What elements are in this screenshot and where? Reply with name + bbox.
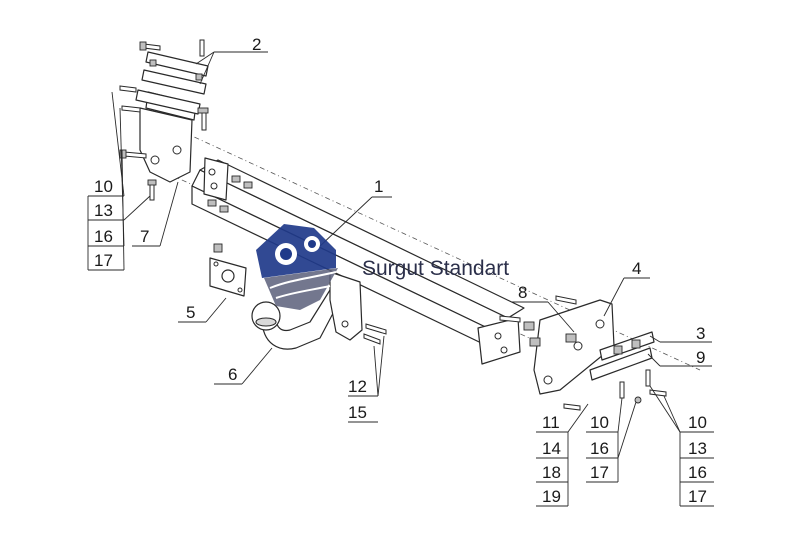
socket-plate-part-5 [209, 243, 247, 297]
center-bracket [329, 271, 387, 345]
callout-r1-19: 19 [542, 487, 561, 506]
callout-8: 8 [518, 283, 527, 302]
callout-left-10: 10 [94, 177, 113, 196]
assembly-axis-line [139, 111, 701, 371]
right-callout-stack-2: 10 16 17 [590, 413, 609, 482]
right-plates-part-3-9 [589, 331, 667, 404]
mid-callout-stack: 12 15 [348, 377, 367, 422]
callout-left-17: 17 [94, 251, 113, 270]
callout-r3-13: 13 [688, 439, 707, 458]
callout-7: 7 [140, 227, 149, 246]
callout-mid-12: 12 [348, 377, 367, 396]
left-end-fasteners [207, 175, 253, 213]
callout-r1-18: 18 [542, 463, 561, 482]
callout-r3-17: 17 [688, 487, 707, 506]
right-callout-stack-1: 11 14 18 19 [542, 413, 561, 506]
callout-r2-16: 16 [590, 439, 609, 458]
callout-1: 1 [374, 177, 383, 196]
callout-r2-10: 10 [590, 413, 609, 432]
callout-r1-11: 11 [542, 413, 560, 432]
crossbar-part-1 [191, 157, 525, 365]
callout-2: 2 [252, 35, 261, 54]
callout-9: 9 [696, 348, 705, 367]
callout-6: 6 [228, 365, 237, 384]
brand-logo: Surgut Standart [256, 224, 509, 310]
callout-r3-10: 10 [688, 413, 707, 432]
right-bracket-part-4 [499, 295, 615, 411]
gear-logo-icon [256, 224, 338, 310]
top-brackets-part-2 [119, 39, 209, 131]
callout-mid-15: 15 [348, 403, 367, 422]
callout-left-13: 13 [94, 201, 113, 220]
right-callout-stack-3: 10 13 16 17 [688, 413, 707, 506]
callout-r1-14: 14 [542, 439, 561, 458]
left-callout-stack: 10 13 16 17 [94, 177, 113, 270]
callout-3: 3 [696, 324, 705, 343]
callout-r3-16: 16 [688, 463, 707, 482]
callout-4: 4 [632, 259, 641, 278]
callout-r2-17: 17 [590, 463, 609, 482]
callout-5: 5 [186, 303, 195, 322]
leader-lines [87, 51, 714, 507]
brand-name: Surgut Standart [362, 257, 509, 280]
callout-left-16: 16 [94, 227, 113, 246]
